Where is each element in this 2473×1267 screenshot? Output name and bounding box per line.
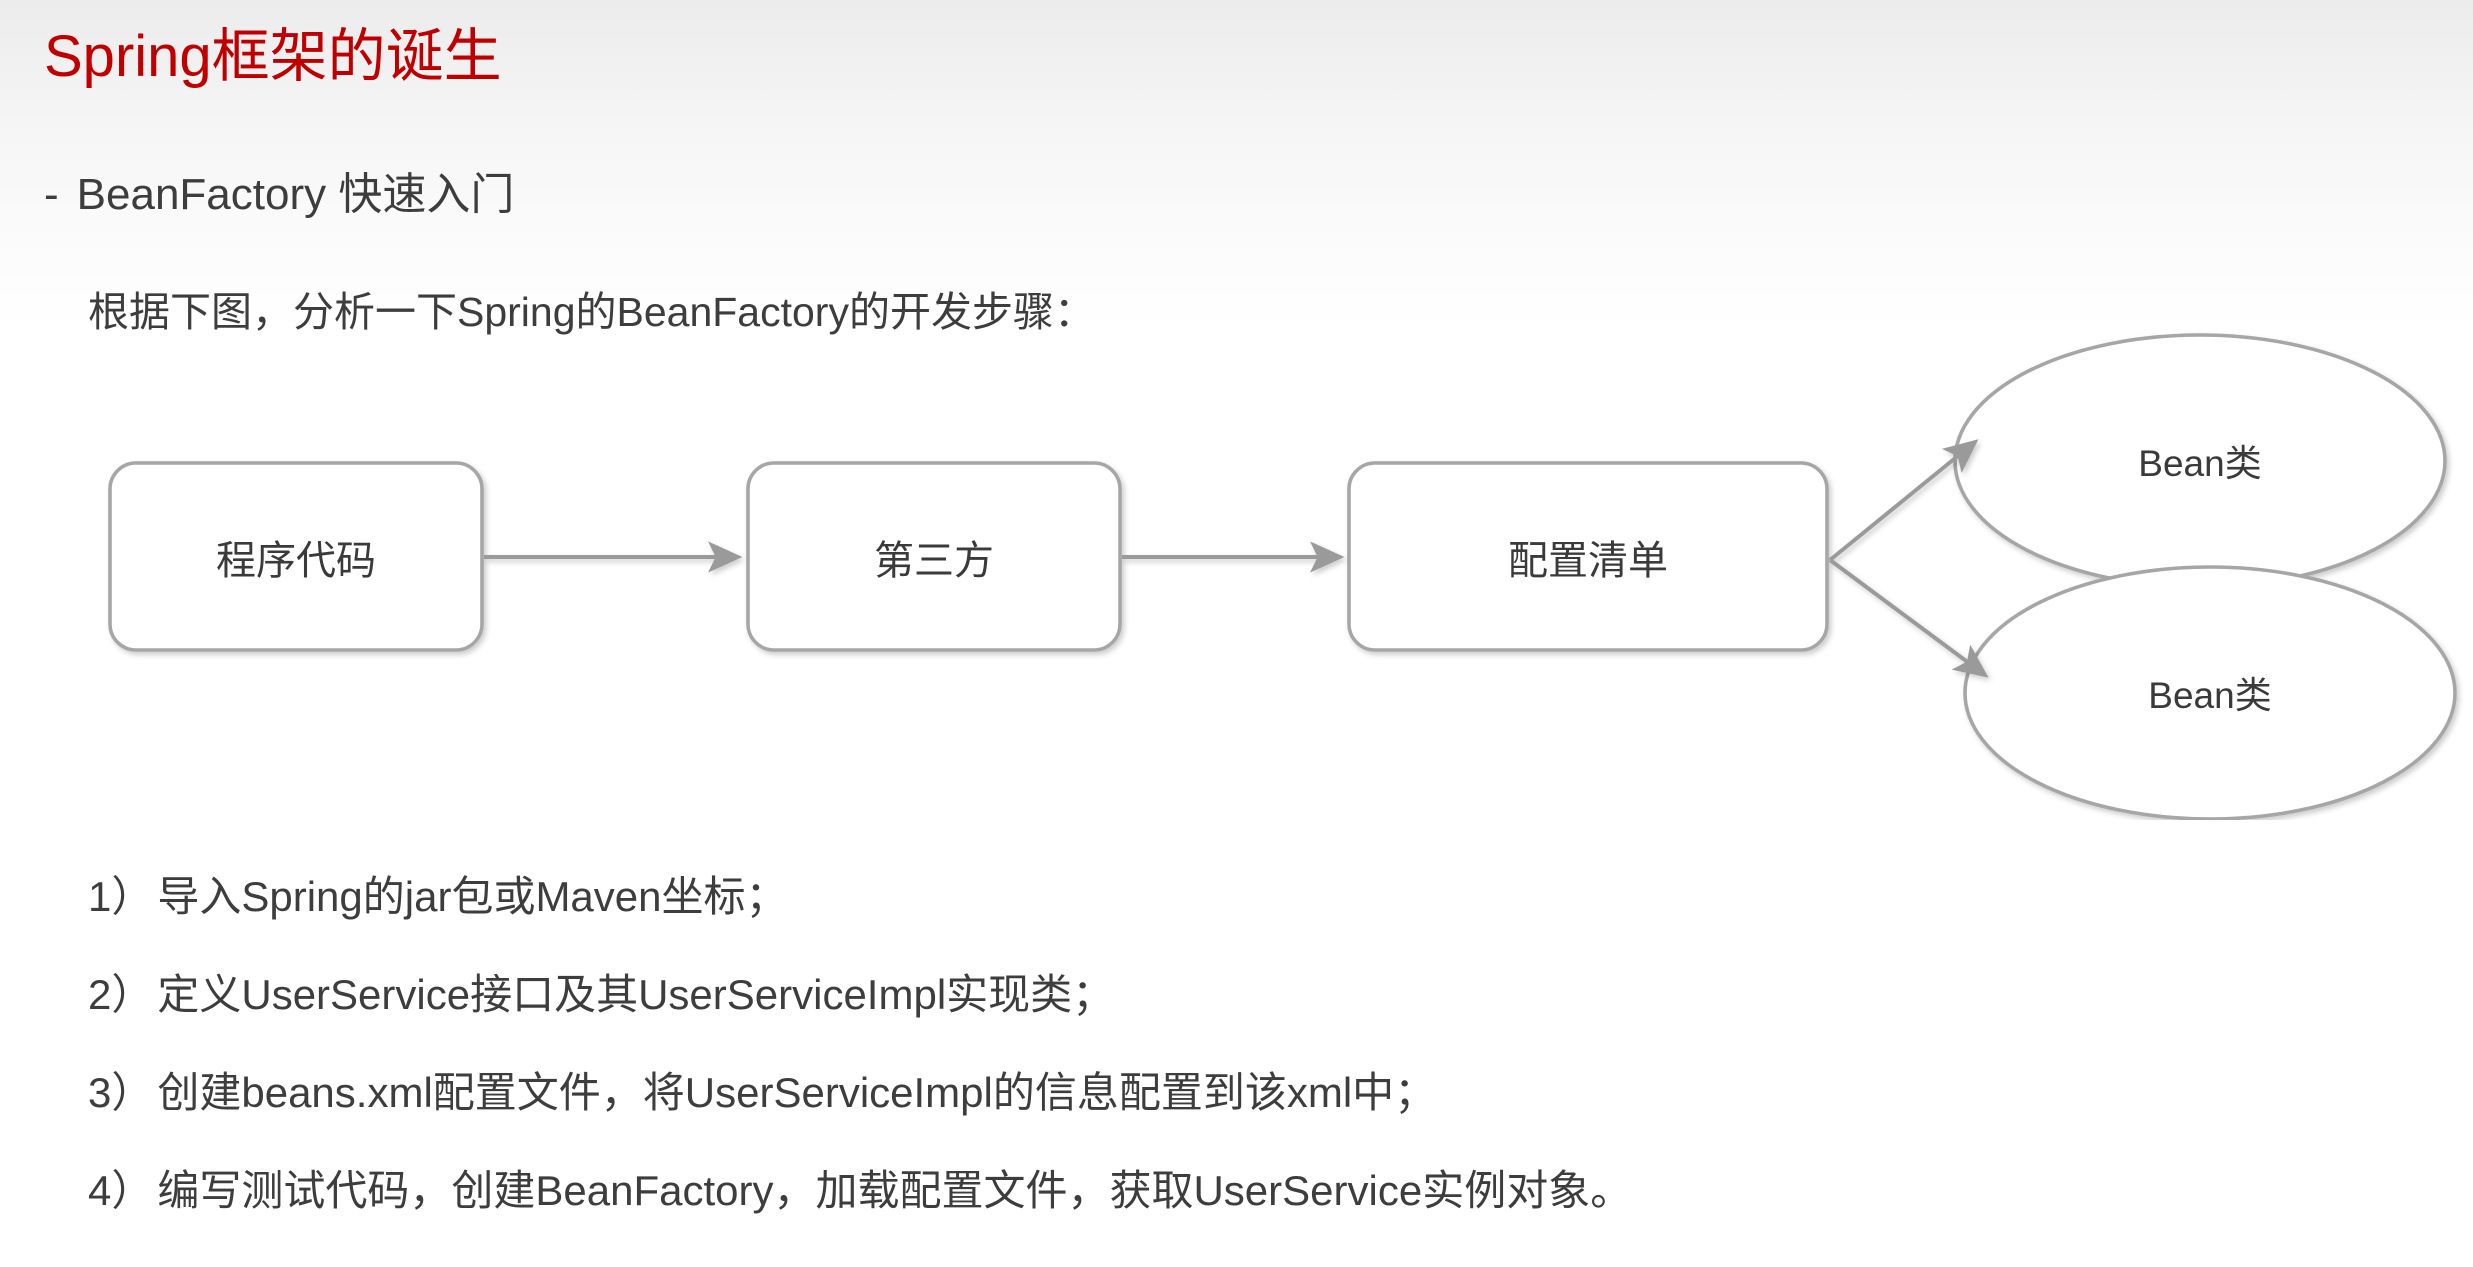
flow-diagram-canvas bbox=[108, 333, 2457, 820]
intro-sentence: 根据下图，分析一下Spring的BeanFactory的开发步骤： bbox=[88, 289, 1095, 335]
flow-ellipse-2 bbox=[1963, 565, 2457, 820]
step-number-2: 2） bbox=[88, 971, 154, 1018]
bullet-line: - BeanFactory 快速入门 bbox=[44, 158, 514, 222]
step-number-3: 3） bbox=[88, 1069, 154, 1116]
step-number-1: 1） bbox=[88, 873, 154, 920]
flow-box-2 bbox=[746, 461, 1122, 652]
flow-box-1 bbox=[108, 461, 484, 652]
step-item-4: 4） 编写测试代码，创建BeanFactory，加载配置文件，获取UserSer… bbox=[88, 1142, 2388, 1240]
flow-box-3 bbox=[1347, 461, 1829, 652]
step-text-2: 定义UserService接口及其UserServiceImpl实现类； bbox=[157, 971, 1115, 1018]
step-text-1: 导入Spring的jar包或Maven坐标； bbox=[157, 873, 788, 920]
step-item-3: 3） 创建beans.xml配置文件，将UserServiceImpl的信息配置… bbox=[88, 1044, 2388, 1142]
steps-list: 1） 导入Spring的jar包或Maven坐标； 2） 定义UserServi… bbox=[88, 848, 2388, 1240]
step-text-4: 编写测试代码，创建BeanFactory，加载配置文件，获取UserServic… bbox=[157, 1167, 1633, 1214]
step-item-2: 2） 定义UserService接口及其UserServiceImpl实现类； bbox=[88, 946, 2388, 1044]
step-item-1: 1） 导入Spring的jar包或Maven坐标； bbox=[88, 848, 2388, 946]
arrow-box3-to-ellipse1 bbox=[1828, 439, 1979, 562]
page-title: Spring框架的诞生 bbox=[44, 24, 502, 89]
flow-ellipse-1 bbox=[1953, 333, 2447, 589]
arrow-box3-to-ellipse2 bbox=[1828, 558, 1989, 678]
step-number-4: 4） bbox=[88, 1167, 154, 1214]
bullet-dash-marker: - bbox=[44, 170, 59, 219]
bullet-label: BeanFactory 快速入门 bbox=[76, 170, 515, 219]
flow-diagram: 程序代码 第三方 配置清单 Bean类 Bean类 bbox=[0, 330, 2473, 820]
step-text-3: 创建beans.xml配置文件，将UserServiceImpl的信息配置到该x… bbox=[157, 1069, 1437, 1116]
